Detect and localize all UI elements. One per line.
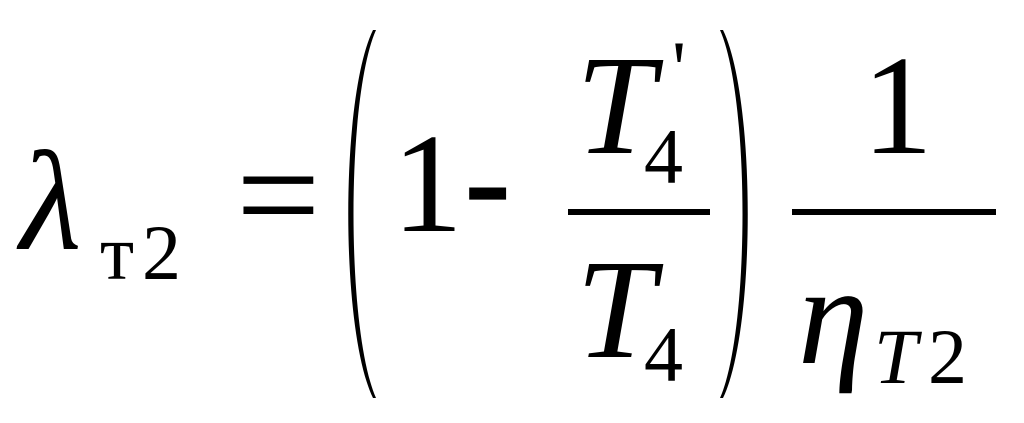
- inner-fraction-bar: [568, 209, 710, 215]
- eta-symbol: η: [798, 236, 869, 394]
- inner-numerator-subscript: 4: [644, 113, 683, 200]
- lambda-subscript-number: 2: [142, 209, 181, 296]
- lambda-symbol: λ: [20, 122, 82, 280]
- left-parenthesis: [348, 30, 376, 398]
- eta-subscript-number: 2: [928, 313, 967, 400]
- outer-numerator: 1: [862, 26, 933, 184]
- lambda-subscript-letter: т: [100, 209, 135, 296]
- inner-numerator-symbol: T: [576, 26, 655, 184]
- right-parenthesis: [720, 30, 748, 398]
- inner-denominator-subscript: 4: [644, 311, 683, 398]
- one: 1: [392, 104, 463, 262]
- inner-denominator-symbol: T: [576, 230, 655, 388]
- inner-numerator-prime: ': [672, 25, 687, 112]
- eta-subscript-letter: T: [874, 313, 918, 400]
- minus-sign: -: [464, 100, 512, 258]
- outer-fraction-bar: [792, 209, 996, 215]
- equals-sign: =: [236, 112, 321, 278]
